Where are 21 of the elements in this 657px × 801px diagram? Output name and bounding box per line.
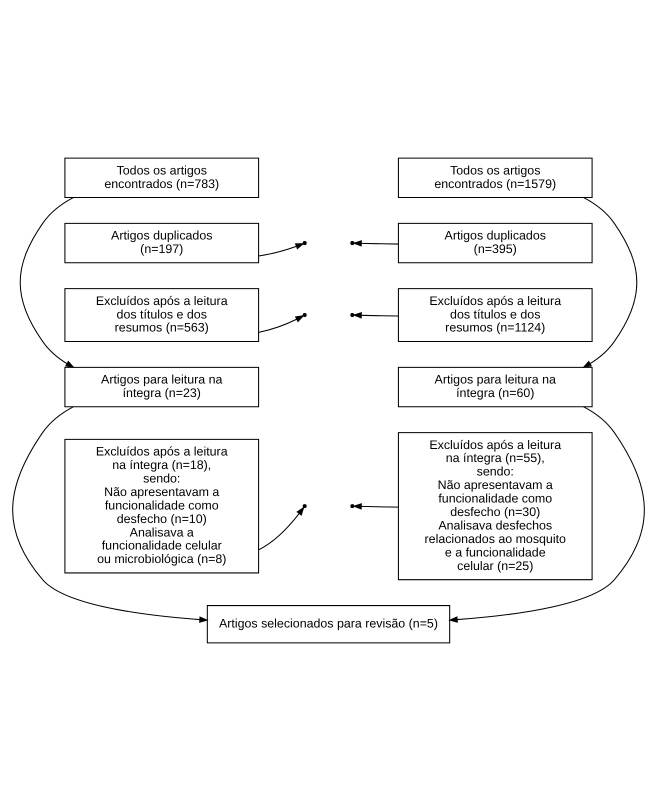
node-box: Artigos selecionados para revisão (n=5) bbox=[206, 605, 450, 644]
arrow bbox=[20, 197, 75, 368]
node-box: Artigos duplicados (n=197) bbox=[64, 222, 260, 264]
arrow bbox=[258, 506, 305, 550]
node-box: Todos os artigos encontrados (n=783) bbox=[64, 158, 260, 198]
node-box: Todos os artigos encontrados (n=1579) bbox=[398, 158, 593, 198]
arrow bbox=[352, 312, 398, 319]
arrow bbox=[258, 243, 305, 256]
node-box: Artigos para leitura na íntegra (n=23) bbox=[64, 366, 260, 408]
arrow bbox=[582, 197, 638, 368]
node-box: Excluídos após a leitura dos títulos e dos resumos (n=563) bbox=[64, 288, 260, 342]
node-box: Artigos para leitura na íntegra (n=60) bbox=[398, 366, 593, 408]
arrow bbox=[258, 315, 305, 333]
arrow bbox=[448, 406, 645, 623]
arrow bbox=[352, 240, 398, 247]
node-box: Excluídos após a leitura na íntegra (n=55), sendo: Não apresentavam a funcionalidade como desfecho (n=30) Analisava desfechos relacionados ao mosquito e a funcionalidade celular (n=25) bbox=[398, 432, 593, 580]
arrow bbox=[352, 503, 398, 510]
node-box: Artigos duplicados (n=395) bbox=[398, 222, 593, 264]
arrow bbox=[12, 406, 209, 623]
node-box: Excluídos após a leitura na íntegra (n=18), sendo: Não apresentavam a funcionalidade como desfecho (n=10) Analisava a funcionalidade celular ou microbiológica (n=8) bbox=[64, 438, 260, 574]
node-box: Excluídos após a leitura dos títulos e dos resumos (n=1124) bbox=[398, 288, 593, 342]
